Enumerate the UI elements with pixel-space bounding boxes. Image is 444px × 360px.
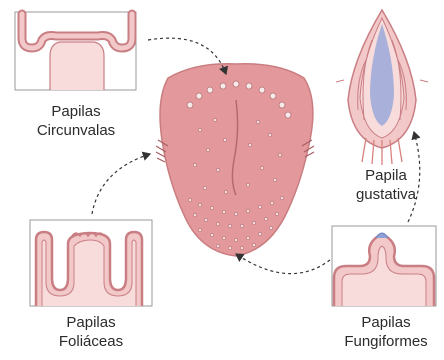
label-foliaceas-line2: Foliáceas (43, 332, 139, 351)
fungiform-papilla-icon (332, 226, 436, 306)
circumvallate-papilla-icon (15, 12, 136, 90)
label-circunvalas-line1: Papilas (28, 102, 124, 121)
label-fungiformes-line1: Papilas (336, 313, 436, 332)
label-papilas-circunvalas: Papilas Circunvalas (28, 102, 124, 140)
foliate-papilla-icon (30, 220, 152, 306)
label-gustativa-line1: Papila (346, 166, 426, 185)
label-papilas-fungiformes: Papilas Fungiformes (336, 313, 436, 351)
label-foliaceas-line1: Papilas (43, 313, 139, 332)
label-papila-gustativa: Papila gustativa (346, 166, 426, 204)
tongue-illustration (156, 64, 314, 256)
arrow-fungiformes (236, 254, 330, 274)
arrow-foliaceas (92, 154, 150, 214)
label-circunvalas-line2: Circunvalas (28, 121, 124, 140)
taste-bud-icon (336, 10, 428, 165)
label-papilas-foliaceas: Papilas Foliáceas (43, 313, 139, 351)
label-gustativa-line2: gustativa (346, 185, 426, 204)
label-fungiformes-line2: Fungiformes (336, 332, 436, 351)
